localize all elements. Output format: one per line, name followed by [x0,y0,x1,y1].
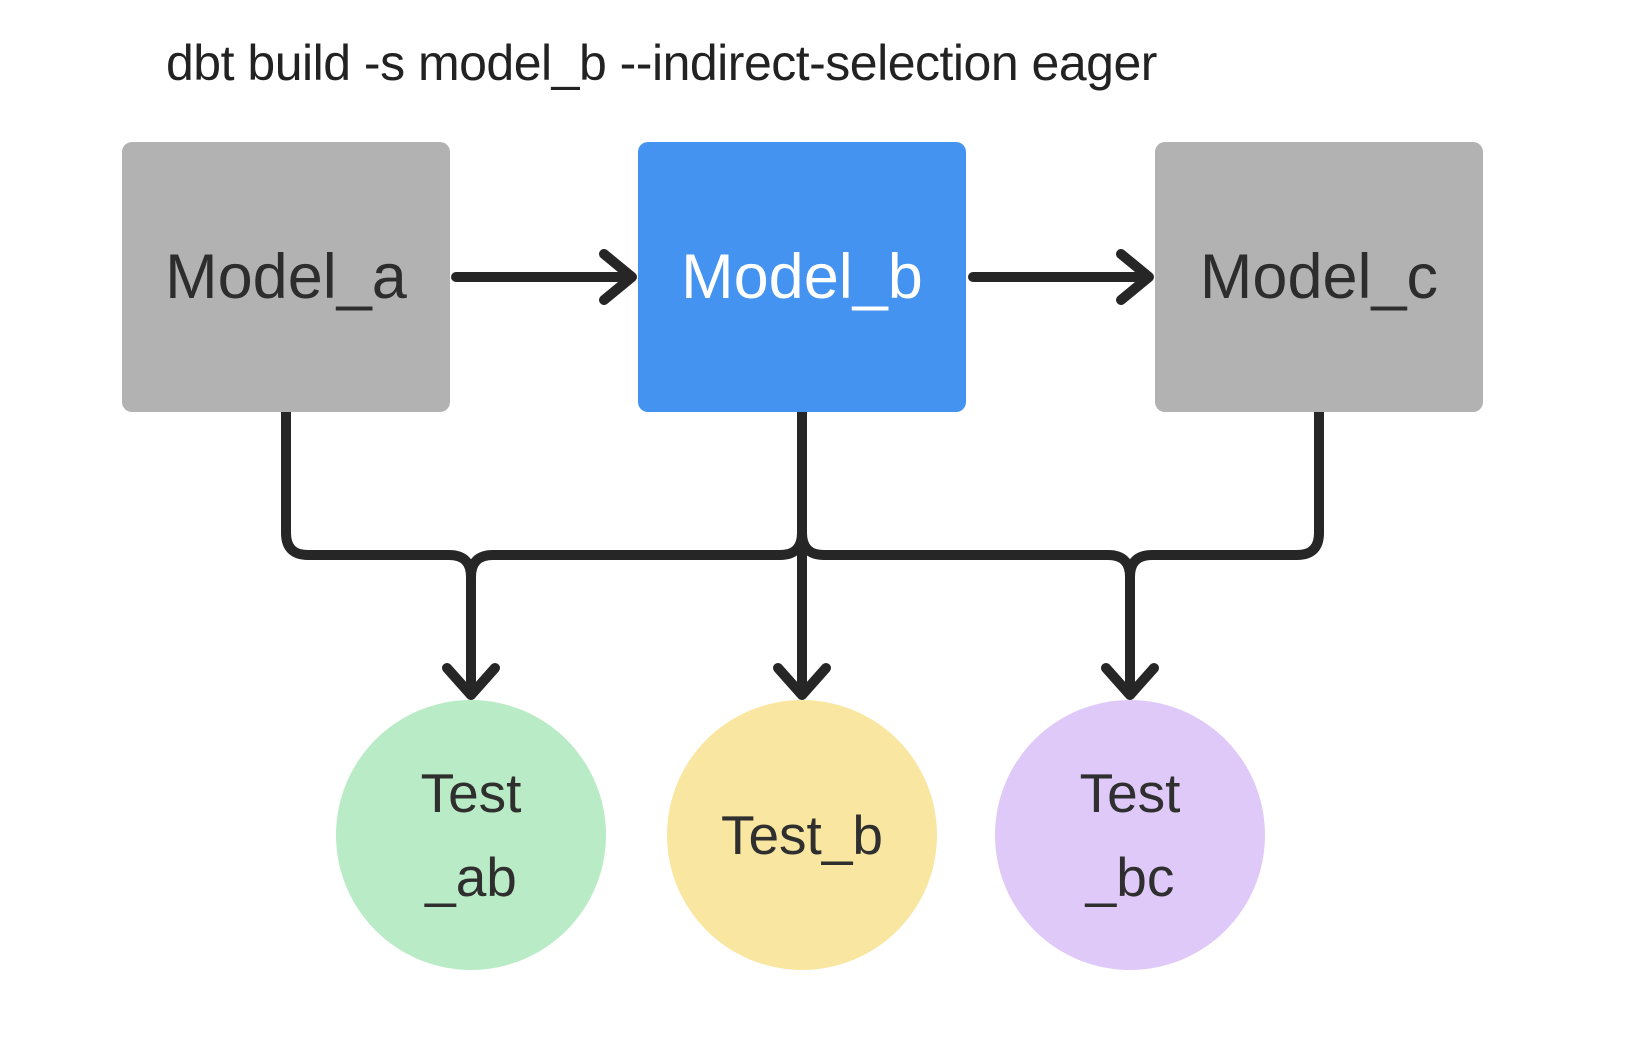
node-model_b-label: Model_b [681,242,923,312]
node-test_bc-label-line2: _bc [1085,846,1175,908]
node-test_b: Test_b [667,700,937,970]
node-model_c-label: Model_c [1199,242,1439,312]
edge-model_a-to-test_ab [281,407,476,699]
edge-model_a-model_b-arrowhead [599,249,637,305]
bus-segment-right [797,528,1135,582]
edge-model_b-model_c-arrowhead [1116,249,1154,305]
node-model_c: Model_c [1155,142,1483,412]
node-test_ab-label-line1: Test [420,762,522,824]
connector-lines [281,249,1324,700]
node-test_bc: Test _bc [995,700,1265,970]
bus-segment-left [466,528,807,582]
node-model_b: Model_b [638,142,966,412]
node-test_ab-label-line2: _ab [425,846,517,908]
arrowhead-test_b [773,663,831,700]
node-test_bc-label-line1: Test [1079,762,1181,824]
arrowhead-test_ab [442,663,500,700]
edge-model_c-to-test_bc [1125,407,1324,699]
node-model_a-label: Model_a [165,242,407,312]
arrowhead-test_bc [1101,663,1159,700]
node-test_b-label-line1: Test_b [720,804,884,866]
node-test_ab: Test _ab [336,700,606,970]
command-title: dbt build -s model_b --indirect-selectio… [166,35,1157,91]
node-model_a: Model_a [122,142,450,412]
